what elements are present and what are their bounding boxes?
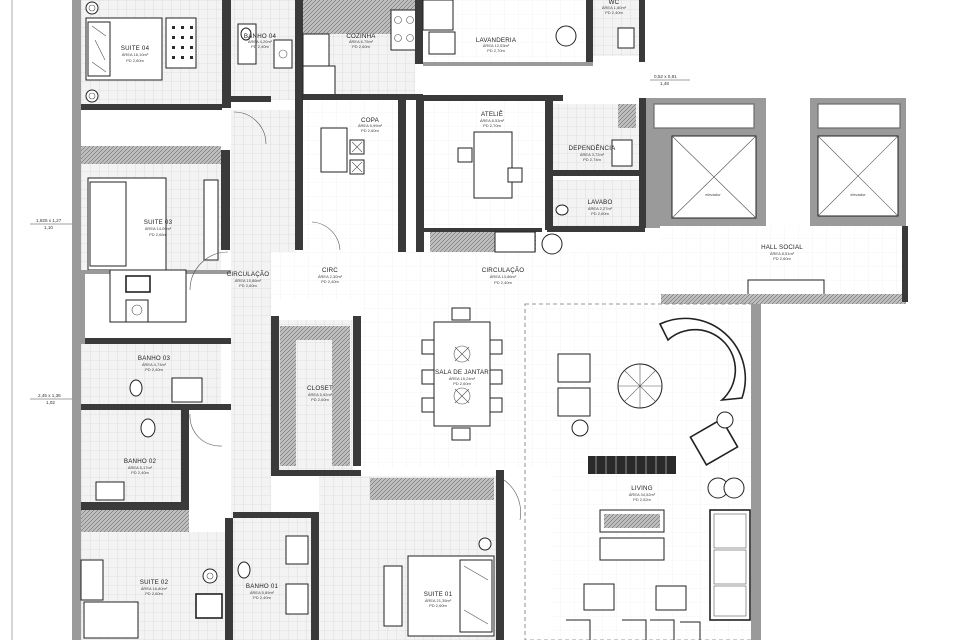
area-jantar: ÁREA 15,24m² [449,376,476,381]
area-banho01: ÁREA 5,89m² [250,590,275,595]
pd-suite03: PD 2,65m [149,232,167,237]
dining-table [433,321,491,427]
area-living: ÁREA 34,52m² [629,492,656,497]
label-circulacao-1: CIRCULAÇÃO [227,271,270,278]
copa-floor [303,100,398,250]
suite02-bed [83,601,139,639]
curved-sofa [658,317,747,402]
wardrobe-suite01 [370,478,494,500]
area-lavanderia: ÁREA 12,53m² [483,43,510,48]
area-circulacao-1: ÁREA 10,86m² [235,278,262,283]
label-suite03: SUITE 03 [144,219,173,226]
label-closet: CLOSET [307,385,333,392]
area-suite03: ÁREA 14,09m² [145,226,172,231]
label-elevador-1: elevador [705,192,721,197]
label-wc: WC [609,0,620,6]
pd-jantar: PD 2,60m [453,381,471,386]
pd-lavanderia: PD 2,70m [487,48,505,53]
area-suite04: ÁREA 16,10m² [122,52,149,57]
area-wc: ÁREA 1,80m² [602,5,627,10]
area-banho02: ÁREA 5,17m² [128,465,153,470]
label-banho03: BANHO 03 [138,355,171,362]
area-lavabo: ÁREA 2,27m² [588,206,613,211]
area-suite02: ÁREA 16,80m² [141,586,168,591]
living-sofa [709,509,751,621]
area-banho04: ÁREA 4,20m² [248,39,273,44]
area-atelie: ÁREA 8,53m² [480,118,505,123]
label-banho01: BANHO 01 [246,583,279,590]
label-circ: CIRC [322,267,338,274]
room-labels: SUITE 04 ÁREA 16,10m² PD 2,60m BANHO 04 … [121,0,867,608]
atelie-table [473,131,513,199]
area-cozinha: ÁREA 6,75m² [349,39,374,44]
dim-1a: 0,52 x 0,81 [654,74,677,79]
label-suite01: SUITE 01 [424,591,453,598]
dim-3b: 1,02 [46,400,55,405]
dim-2a: 1,825 x 1,27 [36,218,62,223]
area-closet: ÁREA 5,92m² [308,392,333,397]
living-bench [588,456,676,474]
circ-floor [271,252,361,300]
label-lavabo: LAVABO [587,199,612,206]
circulacao-center-floor [361,252,661,308]
dim-1b: 1,48 [660,81,669,86]
pd-banho04: PD 2,40m [251,44,269,49]
lavabo-floor [547,180,639,228]
pd-hall-social: PD 2,60m [773,256,791,261]
pd-banho01: PD 2,40m [253,595,271,600]
label-living: LIVING [631,485,653,492]
area-dependencia: ÁREA 3,72m² [580,152,605,157]
pd-circulacao-1: PD 2,60m [239,283,257,288]
area-copa: ÁREA 9,99m² [358,123,383,128]
pd-banho03: PD 2,40m [145,367,163,372]
cooktop [390,9,418,51]
pd-copa: PD 2,60m [361,128,379,133]
label-suite04: SUITE 04 [121,45,150,52]
dimension-notes: 0,52 x 0,81 1,48 1,825 x 1,27 1,10 2,45 … [30,74,690,405]
area-circulacao-2: ÁREA 13,86m² [490,274,517,279]
label-atelie: ATELIÊ [481,110,503,118]
pd-suite02: PD 2,60m [145,591,163,596]
label-circulacao-2: CIRCULAÇÃO [482,267,525,274]
label-jantar: SALA DE JANTAR [435,369,489,376]
pd-suite01: PD 2,60m [429,603,447,608]
wardrobe-suite03 [81,146,221,164]
pd-dependencia: PD 2,74m [583,157,601,162]
left-facade-wall [72,0,81,640]
label-hall-social: HALL SOCIAL [761,244,803,251]
label-lavanderia: LAVANDERIA [476,37,517,44]
pd-living: PD 2,52m [633,497,651,502]
label-banho04: BANHO 04 [244,33,277,40]
pd-circulacao-2: PD 2,40m [494,280,512,285]
label-dependencia: DEPENDÊNCIA [569,144,617,152]
label-suite02: SUITE 02 [140,579,169,586]
label-cozinha: COZINHA [346,33,376,40]
pd-lavabo: PD 2,60m [591,211,609,216]
pd-closet: PD 2,60m [311,397,329,402]
dim-3a: 2,45 x 1,36 [38,393,61,398]
pd-suite04: PD 2,60m [126,58,144,63]
pd-banho02: PD 2,40m [131,470,149,475]
area-banho03: ÁREA 4,73m² [142,362,167,367]
copa-table [320,127,348,173]
pd-circ: PD 2,40m [321,279,339,284]
suite04-rug [165,17,197,69]
pd-atelie: PD 2,70m [483,123,501,128]
area-circ: ÁREA 2,30m² [318,274,343,279]
label-copa: COPA [361,117,380,124]
label-elevador-2: elevador [850,192,866,197]
area-hall-social: ÁREA 8,51m² [770,251,795,256]
area-suite01: ÁREA 21,35m² [425,598,452,603]
pd-wc: PD 2,40m [605,10,623,15]
dim-2b: 1,10 [44,225,53,230]
label-banho02: BANHO 02 [124,458,157,465]
pd-cozinha: PD 2,60m [352,44,370,49]
